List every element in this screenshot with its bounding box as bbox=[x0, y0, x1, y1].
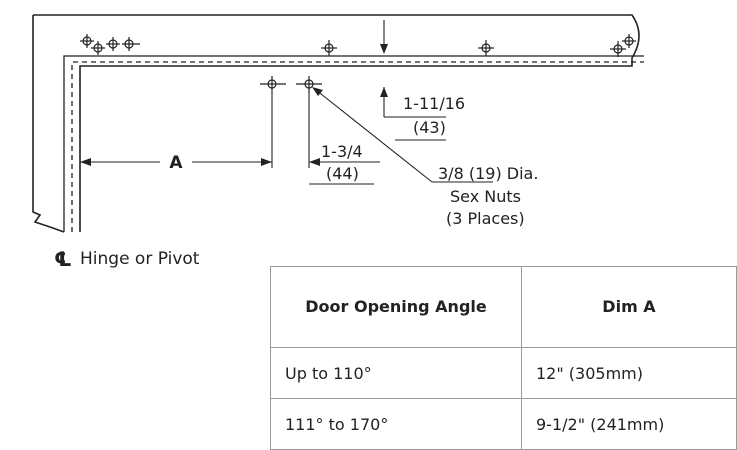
door-angle-table: Door Opening Angle Dim A Up to 110° 12" … bbox=[270, 266, 737, 450]
table-row: Up to 110° 12" (305mm) bbox=[270, 347, 737, 399]
dim-vertical-fraction: 1-11/16 bbox=[403, 94, 465, 113]
hole-marker bbox=[321, 40, 337, 56]
table-header-dim-a: Dim A bbox=[521, 266, 737, 348]
hole-marker bbox=[296, 76, 322, 94]
dim-a-label: A bbox=[169, 153, 183, 173]
door-frame-drawing: A 1-11/16 (43) 1-3/4 (44) 3/8 (19) Dia. … bbox=[32, 14, 644, 271]
hole-size-fraction: 3/8 bbox=[438, 164, 464, 183]
hole-marker bbox=[106, 37, 120, 51]
table-cell-angle: 111° to 170° bbox=[270, 398, 522, 450]
frame-outline bbox=[32, 14, 640, 233]
dim-vertical-mm: (43) bbox=[413, 118, 446, 137]
dim-horizontal-fraction: 1-3/4 bbox=[321, 142, 363, 161]
hole-markers bbox=[80, 34, 636, 94]
table-row: 111° to 170° 9-1/2" (241mm) bbox=[270, 398, 737, 450]
table-cell-dim-a: 9-1/2" (241mm) bbox=[521, 398, 737, 450]
table-header-angle: Door Opening Angle bbox=[270, 266, 522, 348]
table-header-row: Door Opening Angle Dim A bbox=[270, 266, 737, 348]
centerline-symbol: ℄ bbox=[54, 247, 72, 271]
hole-marker bbox=[610, 41, 626, 57]
hole-marker bbox=[478, 40, 494, 56]
frame-inner-lines bbox=[63, 55, 644, 232]
table-cell-angle: Up to 110° bbox=[270, 347, 522, 399]
hole-places-label: (3 Places) bbox=[446, 209, 525, 228]
hole-nut-label: Sex Nuts bbox=[450, 187, 521, 206]
hole-marker bbox=[622, 34, 636, 48]
hole-size-rest: (19) Dia. bbox=[464, 164, 539, 183]
hole-marker bbox=[122, 37, 140, 51]
hole-marker bbox=[80, 34, 94, 48]
dimension-lines bbox=[80, 20, 493, 185]
hole-size-label: 3/8 (19) Dia. bbox=[438, 164, 538, 183]
table-cell-dim-a: 12" (305mm) bbox=[521, 347, 737, 399]
hole-marker bbox=[260, 76, 286, 94]
hole-marker bbox=[91, 41, 105, 55]
dimension-arrowheads bbox=[80, 44, 388, 166]
dim-horizontal-mm: (44) bbox=[326, 164, 359, 183]
centerline-text: Hinge or Pivot bbox=[80, 249, 200, 269]
